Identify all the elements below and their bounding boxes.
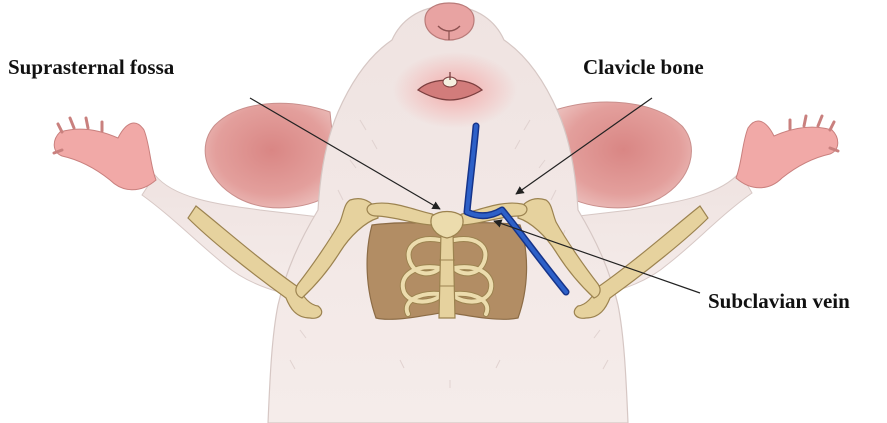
label-subclavian-vein: Subclavian vein bbox=[708, 291, 850, 312]
label-clavicle-bone: Clavicle bone bbox=[583, 57, 704, 78]
right-paw bbox=[736, 116, 838, 188]
left-paw bbox=[54, 118, 156, 190]
left-ear bbox=[205, 103, 338, 208]
nose bbox=[425, 3, 474, 40]
label-suprasternal-fossa: Suprasternal fossa bbox=[8, 57, 174, 78]
